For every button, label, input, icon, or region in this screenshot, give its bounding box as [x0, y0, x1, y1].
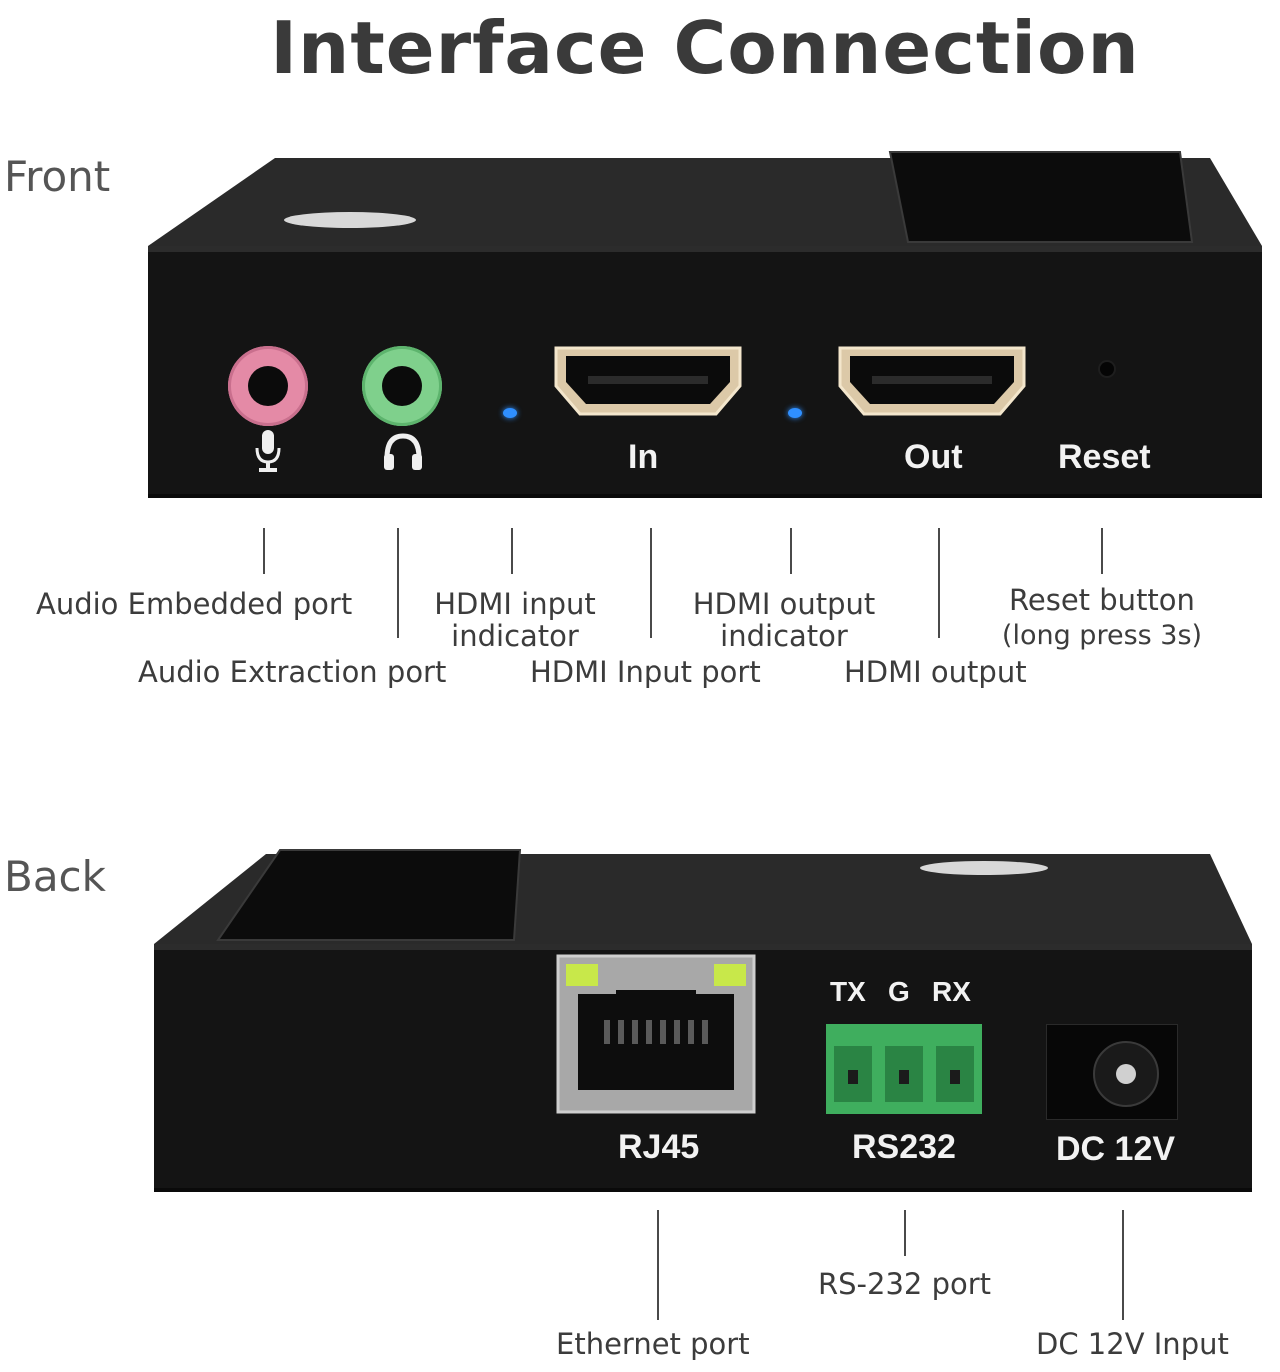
callout-ethernet-port: Ethernet port [556, 1327, 750, 1361]
hdmi-output-led [788, 408, 802, 418]
panel-label-rj45: RJ45 [618, 1128, 700, 1166]
logo-mark-back [920, 861, 1048, 875]
pin-label-rx: RX [932, 976, 971, 1007]
hdmi-input-port [554, 346, 742, 416]
callout-reset-button-2: (long press 3s) [1001, 620, 1203, 651]
leader-audio-embedded [263, 528, 265, 574]
leader-reset-button [1101, 528, 1103, 574]
callout-hdmi-output: HDMI output [844, 655, 1027, 689]
rj45-port [556, 954, 756, 1114]
callout-hdmi-input-port: HDMI Input port [530, 655, 761, 689]
callout-audio-embedded: Audio Embedded port [36, 587, 353, 621]
panel-label-reset: Reset [1058, 438, 1151, 476]
microphone-icon [255, 430, 281, 472]
back-section-label: Back [4, 852, 106, 901]
callout-dc-input: DC 12V Input [1036, 1327, 1229, 1361]
panel-label-dc: DC 12V [1056, 1130, 1176, 1168]
leader-hdmi-input-indicator [511, 528, 513, 574]
callout-reset-button-1: Reset button [1009, 583, 1195, 617]
rs232-terminal-block [826, 1024, 982, 1114]
front-device-illustration [148, 151, 1262, 498]
callout-hdmi-input-indicator-2: indicator [451, 619, 579, 653]
hdmi-input-led [503, 408, 517, 418]
reset-pinhole[interactable] [1100, 362, 1114, 376]
logo-mark-front [284, 212, 416, 228]
leader-dc-input [1122, 1210, 1124, 1320]
callout-hdmi-output-indicator-1: HDMI output [692, 587, 876, 621]
leader-hdmi-output-indicator [790, 528, 792, 574]
headphone-icon [384, 433, 422, 470]
front-section-label: Front [4, 152, 111, 201]
leader-ethernet [657, 1210, 659, 1320]
panel-label-rs232: RS232 [852, 1128, 956, 1166]
leader-rs232 [904, 1210, 906, 1256]
callout-rs232-port: RS-232 port [818, 1267, 992, 1301]
callout-hdmi-output-indicator-2: indicator [720, 619, 848, 653]
leader-hdmi-input-port [650, 528, 652, 638]
leader-hdmi-output [938, 528, 940, 638]
page-title: Interface Connection [270, 6, 1140, 90]
leader-audio-extraction [397, 528, 399, 638]
panel-label-out: Out [904, 438, 963, 476]
dc-power-jack [1046, 1024, 1178, 1120]
hdmi-output-port [838, 346, 1026, 416]
callout-hdmi-input-indicator-1: HDMI input [434, 587, 596, 621]
pin-label-tx: TX [830, 976, 866, 1007]
callout-audio-extraction: Audio Extraction port [138, 655, 447, 689]
audio-extraction-jack [362, 346, 442, 426]
panel-label-in: In [628, 438, 659, 476]
pin-label-g: G [888, 976, 910, 1007]
audio-embedded-jack [228, 346, 308, 426]
